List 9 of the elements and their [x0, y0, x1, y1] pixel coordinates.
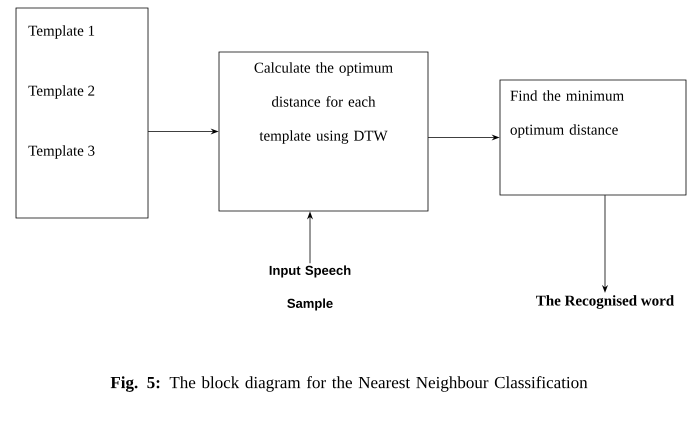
process-box: Calculate the optimum distance for each template using DTW [218, 52, 428, 212]
input-label: Input Speech Sample [270, 265, 350, 311]
box-text: Template 3 [28, 145, 94, 159]
process-box [16, 8, 148, 218]
caption: Fig. 5: The block diagram for the Nearest Neighbour Classification [110, 376, 588, 392]
box-text: Template 1 [28, 25, 94, 39]
process-box: Find the minimum optimum distance [500, 80, 686, 196]
output-label: The Recognised word [536, 295, 674, 309]
box-text: Template 2 [28, 85, 94, 99]
